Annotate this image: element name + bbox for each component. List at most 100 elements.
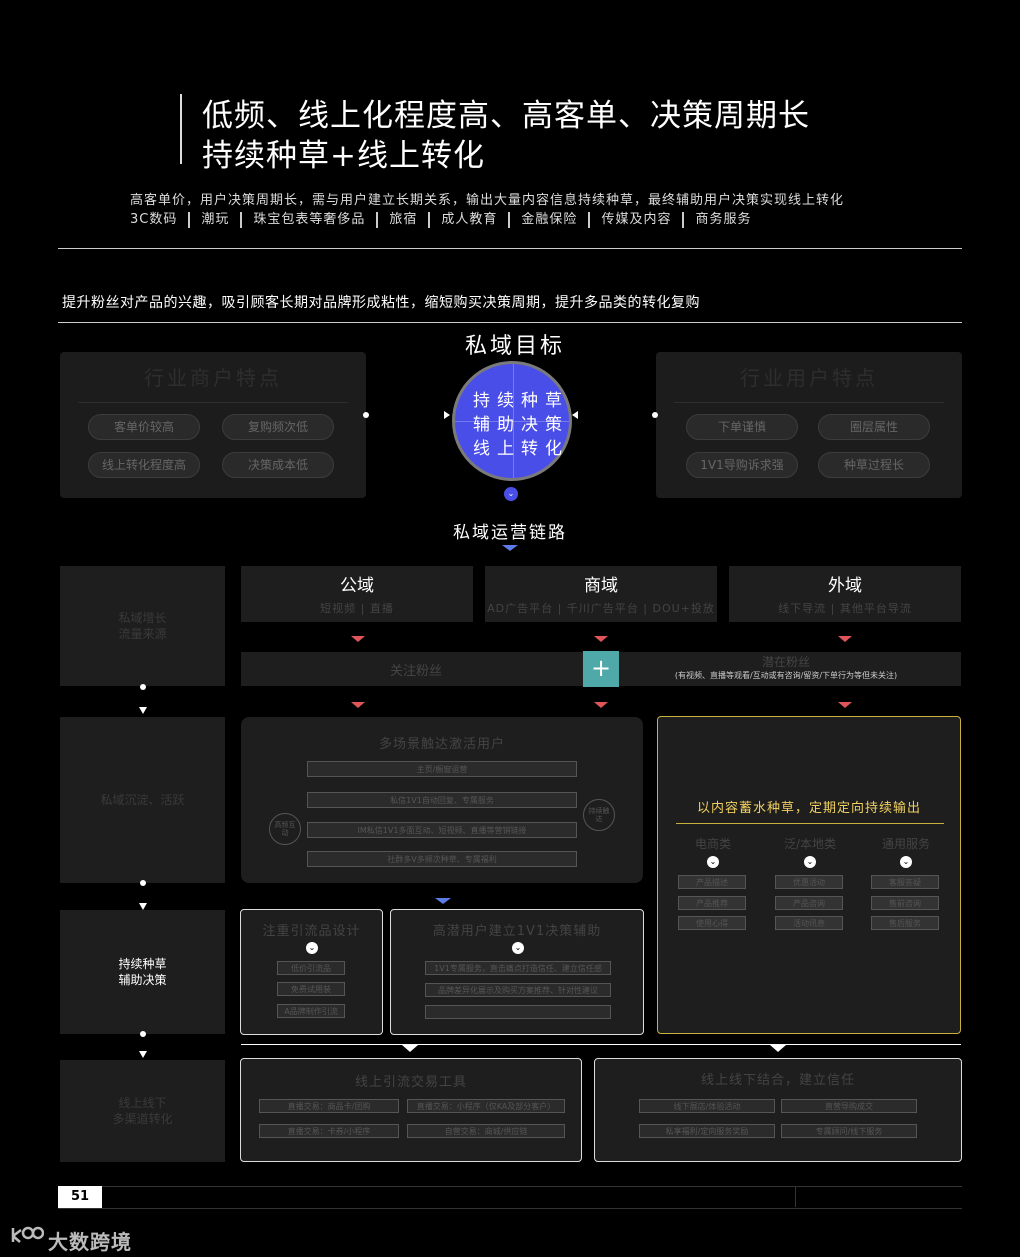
triangle-down-icon (351, 636, 365, 642)
domain-external: 外域 线下导流 | 其他平台导流 (729, 566, 961, 622)
offline-title: 线上线下结合，建立信任 (700, 1073, 855, 1088)
activation-panel: 多场景触达激活用户 主页/橱窗运营 私信1V1自动回复、专属服务 IM私信1V1… (241, 717, 643, 883)
triangle-down-icon (838, 702, 852, 708)
right-cycle-circle: 持续触达 (583, 799, 615, 831)
content-item: 产品推荐 (678, 896, 746, 910)
content-item: 售前咨询 (871, 896, 939, 910)
page-title-line2: 持续种草+线上转化 (202, 138, 485, 174)
industry-tag: 潮玩 (188, 212, 240, 228)
side-label: 辅助决策 (118, 973, 167, 987)
follow-fans-label: 关注粉丝 (389, 664, 442, 679)
online-tools-title: 线上引流交易工具 (354, 1075, 467, 1090)
user-trait-pill: 1V1导购诉求强 (686, 452, 798, 478)
chevron-down-icon: ⌄ (512, 942, 524, 954)
chevron-down-icon: ⌄ (707, 856, 719, 868)
activation-bar: 社群多V多频次种草、专属福利 (307, 851, 577, 867)
merchant-trait-pill: 线上转化程度高 (88, 452, 200, 478)
brand-name: 大数跨境 (48, 1230, 132, 1254)
plus-icon: + (583, 651, 619, 687)
activation-bar: 主页/橱窗运营 (307, 761, 577, 777)
one-on-one-item (425, 1005, 611, 1019)
content-column-title: 泛/本地类 (783, 837, 837, 851)
offline-item: 专属顾问/线下服务 (781, 1124, 917, 1138)
side-label: 线上线下 (118, 1096, 167, 1110)
offline-item: 直营导购成交 (781, 1099, 917, 1113)
chevron-down-icon: ⌄ (900, 856, 912, 868)
divider (58, 322, 962, 323)
domain-title: 商域 (584, 576, 618, 596)
domain-title: 外域 (828, 576, 862, 596)
potential-fans-title: 潜在粉丝 (761, 655, 810, 669)
industry-tag: 成人教育 (428, 212, 508, 228)
page-title-line1: 低频、线上化程度高、高客单、决策周期长 (202, 98, 810, 134)
merchant-trait-pill: 决策成本低 (222, 452, 334, 478)
chain-label: 私域运营链路 (453, 523, 567, 543)
one-on-one-item: 1V1专属服务，直击痛点打造信任、建立信任感 (425, 961, 611, 975)
industry-tags: 3C数码 潮玩 珠宝包表等奢侈品 旅宿 成人教育 金融保险 传媒及内容 商务服务 (130, 212, 762, 228)
industry-tag: 商务服务 (682, 212, 762, 228)
domain-commercial: 商域 AD广告平台 | 千川广告平台 | DOU+投放 (485, 566, 717, 622)
private-goal-label: 私域目标 (464, 334, 565, 359)
activation-title: 多场景触达激活用户 (378, 737, 505, 752)
industry-tag: 金融保险 (508, 212, 588, 228)
online-tools-panel: 线上引流交易工具 直播交易：商品卡/团购 直播交易：小程序（仅KA及部分客户） … (240, 1058, 582, 1162)
content-item: 优惠活动 (775, 875, 843, 889)
content-item: 使用心得 (678, 916, 746, 930)
online-tool-item: 直播交易：卡券/小程序 (259, 1124, 399, 1138)
content-item: 产品咨询 (775, 896, 843, 910)
traffic-product-item: 低价引流品 (277, 961, 345, 975)
side-stage-conversion: 线上线下 多渠道转化 (60, 1060, 225, 1162)
user-trait-pill: 种草过程长 (818, 452, 930, 478)
triangle-down-icon (351, 702, 365, 708)
arrow-left-icon (572, 411, 578, 419)
one-on-one-title: 高潜用户建立1V1决策辅助 (432, 924, 602, 939)
merchant-trait-pill: 复购频次低 (222, 414, 334, 440)
arrow-right-icon (444, 411, 450, 419)
chevron-down-icon: ⌄ (306, 942, 318, 954)
activation-bar: 私信1V1自动回复、专属服务 (307, 792, 577, 808)
connector-line (241, 1044, 961, 1045)
circle-line: 辅助决策 (473, 415, 569, 435)
content-item: 活动讯息 (775, 916, 843, 930)
content-column-title: 电商类 (694, 837, 731, 851)
traffic-product-panel: 注重引流品设计 ⌄ 低价引流品 免费试用装 A品牌制作引流 (240, 909, 383, 1035)
page-subtitle: 高客单价，用户决策周期长，需与用户建立长期关系，输出大量内容信息持续种草，最终辅… (130, 193, 845, 208)
industry-tag: 旅宿 (376, 212, 428, 228)
side-label: 持续种草 (118, 957, 167, 971)
circle-line: 持续种草 (473, 391, 569, 411)
domain-sub: 线下导流 | 其他平台导流 (778, 602, 912, 615)
panel-divider (674, 402, 944, 403)
content-item: 产品描述 (678, 875, 746, 889)
circle-crosshair (513, 364, 514, 478)
footer-bar (102, 1187, 796, 1207)
content-headline: 以内容蓄水种草，定期定向持续输出 (696, 801, 921, 816)
offline-item: 线下展店/体验活动 (639, 1099, 775, 1113)
domain-title: 公域 (340, 576, 374, 596)
content-column-title: 通用服务 (881, 837, 930, 851)
arrow-down-icon (139, 707, 147, 714)
side-label: 流量来源 (118, 627, 167, 641)
connector-dot (652, 412, 658, 418)
domain-public: 公域 短视频 | 直播 (241, 566, 473, 622)
arrow-down-icon (139, 1051, 147, 1058)
brand-logo-icon (10, 1224, 45, 1246)
online-tool-item: 直播交易：小程序（仅KA及部分客户） (407, 1099, 565, 1113)
industry-tag: 3C数码 (130, 212, 178, 227)
domain-sub: 短视频 | 直播 (320, 602, 394, 615)
side-stage-traffic: 私域增长 流量来源 (60, 566, 225, 686)
arrow-down-icon (139, 903, 147, 910)
title-accent-bar (180, 94, 182, 164)
activation-bar: IM私信1V1多面互动、短视频、直播等营销链接 (307, 822, 577, 838)
traffic-product-title: 注重引流品设计 (262, 924, 361, 939)
online-tool-item: 直播交易：商品卡/团购 (259, 1099, 399, 1113)
user-traits-panel: 行业用户特点 下单谨慎 圈层属性 1V1导购诉求强 种草过程长 (656, 352, 962, 498)
content-divider (676, 823, 944, 824)
industry-tag: 传媒及内容 (588, 212, 682, 228)
page-number: 51 (58, 1186, 102, 1208)
triangle-down-icon (594, 702, 608, 708)
content-item: 售后服务 (871, 916, 939, 930)
side-stage-decision: 持续种草 辅助决策 (60, 910, 225, 1034)
domain-sub: AD广告平台 | 千川广告平台 | DOU+投放 (487, 602, 715, 615)
one-on-one-item: 品牌差异化展示及购买方案推荐、针对性建议 (425, 983, 611, 997)
triangle-down-icon (502, 545, 518, 551)
